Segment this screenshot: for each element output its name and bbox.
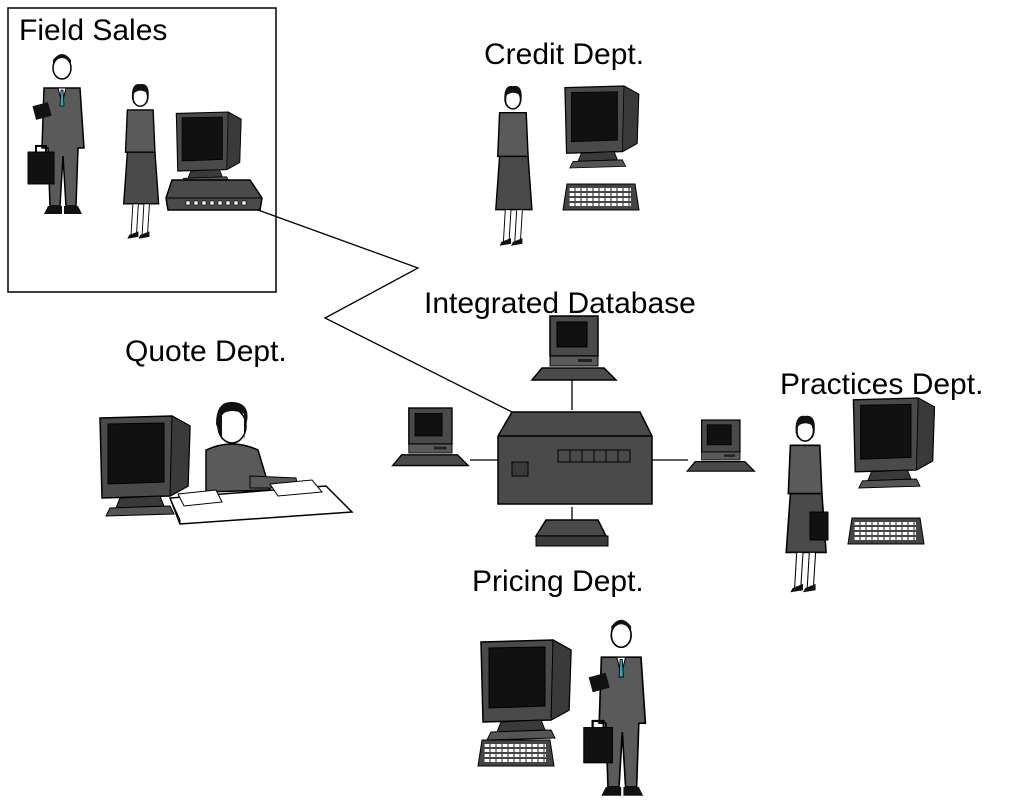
printer-device [534, 519, 609, 547]
practices-briefcase [809, 511, 829, 541]
credit-keyboard [562, 183, 640, 211]
pricing-keyboard [477, 739, 555, 767]
practices-dept-group [785, 397, 936, 594]
field-sales-frame [7, 7, 277, 293]
quote-worker-figure [205, 401, 299, 493]
db-left-terminal [391, 407, 469, 467]
field-sales-group [7, 7, 277, 293]
pricing-dept-label: Pricing Dept. [472, 565, 644, 598]
practices-keyboard [847, 517, 925, 545]
db-right-terminal [686, 419, 756, 472]
quote-dept-label: Quote Dept. [125, 335, 287, 368]
integrated-database-group [391, 315, 756, 547]
connection-lines [257, 209, 688, 522]
pricing-dept-group [477, 618, 647, 797]
salesman-figure [27, 53, 85, 215]
quote-papers [177, 479, 323, 507]
practices-woman-figure [785, 414, 827, 594]
field-monitor [175, 111, 242, 185]
practices-dept-label: Practices Dept. [780, 368, 984, 401]
pricing-monitor [480, 639, 572, 741]
db-server [497, 411, 653, 505]
quote-dept-group [99, 401, 354, 525]
saleswoman-figure [122, 83, 160, 240]
integrated-database-label: Integrated Database [424, 287, 696, 320]
credit-woman-figure [495, 85, 533, 247]
field-sales-link [257, 209, 513, 413]
credit-monitor [564, 85, 640, 169]
field-sales-label: Field Sales [19, 14, 168, 47]
modem-device [165, 179, 263, 211]
practices-monitor [852, 397, 936, 489]
db-top-terminal [531, 315, 617, 381]
credit-dept-group [495, 85, 640, 247]
credit-dept-label: Credit Dept. [484, 38, 645, 71]
pricing-man-figure [582, 618, 647, 797]
